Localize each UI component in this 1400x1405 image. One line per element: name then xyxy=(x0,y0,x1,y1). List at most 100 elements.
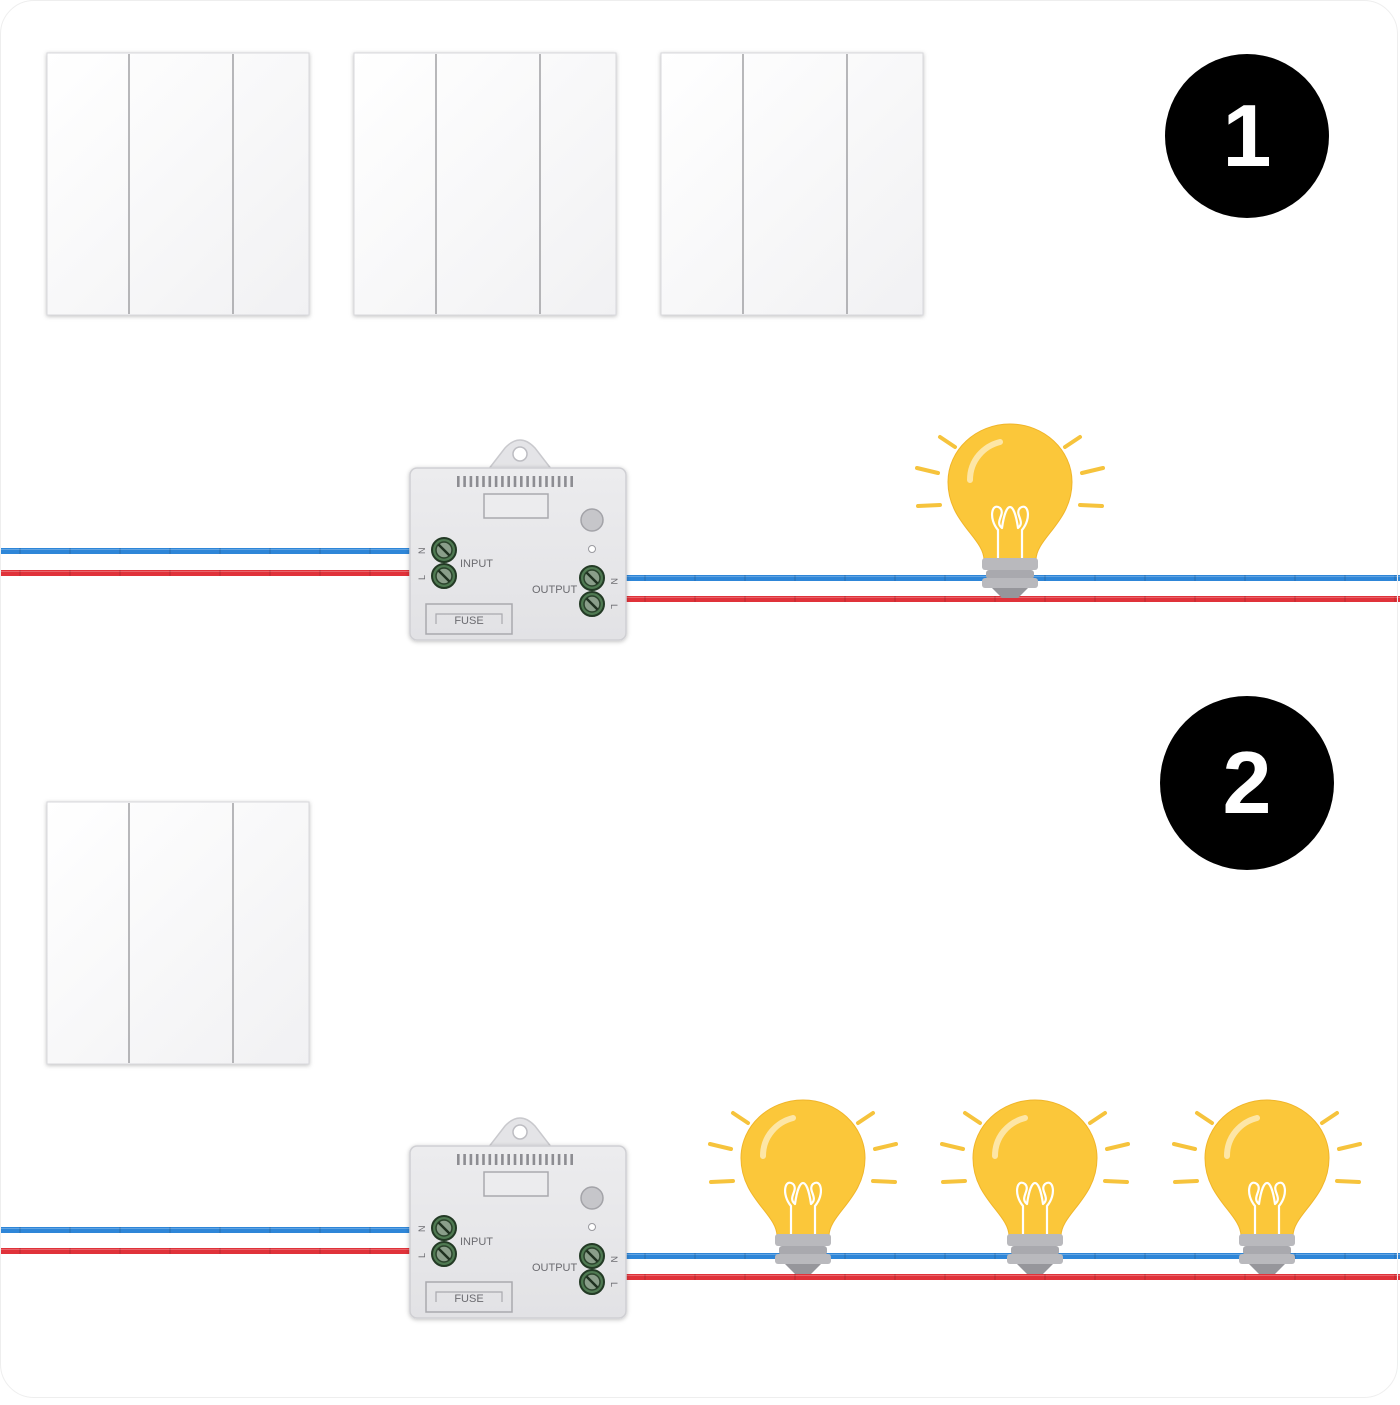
vent-slot xyxy=(457,476,460,487)
bulb-base-ring xyxy=(779,1246,827,1255)
vent-slot xyxy=(557,1154,561,1165)
glass-highlight xyxy=(992,1115,1028,1159)
bulb-base-ring xyxy=(1239,1254,1295,1264)
switch-plate xyxy=(46,801,310,1065)
glass-highlight xyxy=(760,1115,796,1159)
light-bulb xyxy=(708,1099,898,1274)
vent-slot xyxy=(469,476,473,487)
light-ray xyxy=(1063,435,1082,449)
vent-slot xyxy=(564,1154,567,1165)
bulb-base-ring xyxy=(1007,1234,1063,1246)
step-badge-circle xyxy=(1165,54,1329,218)
step-badge-2: 2 xyxy=(1160,696,1334,870)
light-ray xyxy=(916,503,942,508)
bulb-base-ring xyxy=(1239,1234,1295,1246)
bulb-base-ring xyxy=(982,578,1038,588)
bulb-base-ring xyxy=(775,1254,831,1264)
output-l-label: L xyxy=(609,604,619,609)
vent-slot xyxy=(551,476,555,487)
light-ray xyxy=(1337,1142,1362,1151)
neutral-wire-input xyxy=(0,1227,410,1233)
label-window xyxy=(483,493,549,519)
receiver-body xyxy=(409,467,627,641)
bulb-base-ring xyxy=(1243,1246,1291,1255)
bulb-base-ring xyxy=(1007,1254,1063,1264)
bulb-contact xyxy=(1017,1264,1053,1274)
input-n-label: N xyxy=(417,1226,427,1233)
vent-slot xyxy=(538,476,542,487)
output-n-label: N xyxy=(609,1256,619,1263)
bulb-base-ring xyxy=(986,570,1034,579)
input-n-label: N xyxy=(417,548,427,555)
filament xyxy=(1248,1181,1286,1238)
mounting-hole xyxy=(512,1124,528,1140)
light-ray xyxy=(1078,503,1104,508)
light-ray xyxy=(1105,1142,1130,1151)
switch-panel xyxy=(660,52,924,316)
vent-slot xyxy=(457,1154,460,1165)
light-ray xyxy=(1195,1111,1214,1125)
light-ray xyxy=(940,1142,965,1151)
vent-slot xyxy=(463,1154,466,1165)
vent-slot xyxy=(488,476,492,487)
bulb-base-ring xyxy=(1011,1246,1059,1255)
pair-button xyxy=(580,1186,604,1210)
vent-slot xyxy=(475,476,479,487)
bulb-contact xyxy=(992,588,1028,598)
vent-slot xyxy=(538,1154,542,1165)
vent-slot xyxy=(545,1154,548,1165)
filament xyxy=(784,1181,822,1238)
light-bulb xyxy=(940,1099,1130,1274)
vent-slot xyxy=(570,1154,573,1165)
output-l-label: L xyxy=(609,1282,619,1287)
status-led xyxy=(588,545,596,553)
step-number: 2 xyxy=(1223,733,1272,832)
step-badge-circle xyxy=(1160,696,1334,870)
label-window xyxy=(483,1171,549,1197)
light-bulb xyxy=(915,423,1105,598)
vent-slot xyxy=(513,476,517,487)
vent-slot xyxy=(570,476,573,487)
vent-slot xyxy=(463,476,466,487)
vent-slot xyxy=(494,476,498,487)
light-ray xyxy=(871,1179,897,1184)
live-wire-input xyxy=(0,1248,410,1254)
step-badge-1: 1 xyxy=(1165,54,1329,218)
light-ray xyxy=(856,1111,875,1125)
vent-slot xyxy=(551,1154,555,1165)
vent-slot xyxy=(532,1154,536,1165)
vent-slot xyxy=(520,1154,523,1165)
output-label: OUTPUT xyxy=(532,584,578,596)
pair-button xyxy=(580,508,604,532)
light-ray xyxy=(1103,1179,1129,1184)
mounting-hole xyxy=(512,446,528,462)
input-label: INPUT xyxy=(460,1236,493,1248)
live-wire-input xyxy=(0,570,410,576)
vent-slot xyxy=(564,476,567,487)
fuse-cover xyxy=(425,603,513,635)
step-number: 1 xyxy=(1223,86,1272,185)
neutral-wire-input xyxy=(0,548,410,554)
vent-slot xyxy=(513,1154,517,1165)
input-l-label: L xyxy=(417,575,427,580)
vent-slot xyxy=(507,476,510,487)
vent-slot xyxy=(520,476,523,487)
fuse-label: FUSE xyxy=(454,1293,483,1305)
vent-slot xyxy=(475,1154,479,1165)
light-ray xyxy=(1320,1111,1339,1125)
light-ray xyxy=(1172,1142,1197,1151)
input-label: INPUT xyxy=(460,558,493,570)
vent-slot xyxy=(501,476,504,487)
light-ray xyxy=(938,435,957,449)
filament xyxy=(1016,1181,1054,1238)
light-ray xyxy=(941,1179,967,1184)
switch-panel xyxy=(46,801,310,1065)
vent-slot xyxy=(545,476,548,487)
fuse-cover xyxy=(425,1281,513,1313)
bulb-contact xyxy=(785,1264,821,1274)
bulb-contact xyxy=(1249,1264,1285,1274)
light-ray xyxy=(873,1142,898,1151)
